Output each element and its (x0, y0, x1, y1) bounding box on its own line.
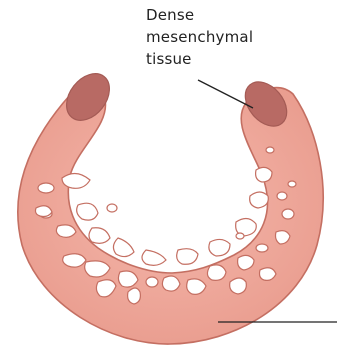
tissue-label-line-3: tissue (146, 48, 253, 70)
tissue-label-line-2: mesenchymal (146, 26, 253, 48)
label-leader-line (198, 80, 253, 108)
tissue-label-line-1: Dense (146, 4, 253, 26)
tissue-label: Dense mesenchymal tissue (146, 4, 253, 70)
